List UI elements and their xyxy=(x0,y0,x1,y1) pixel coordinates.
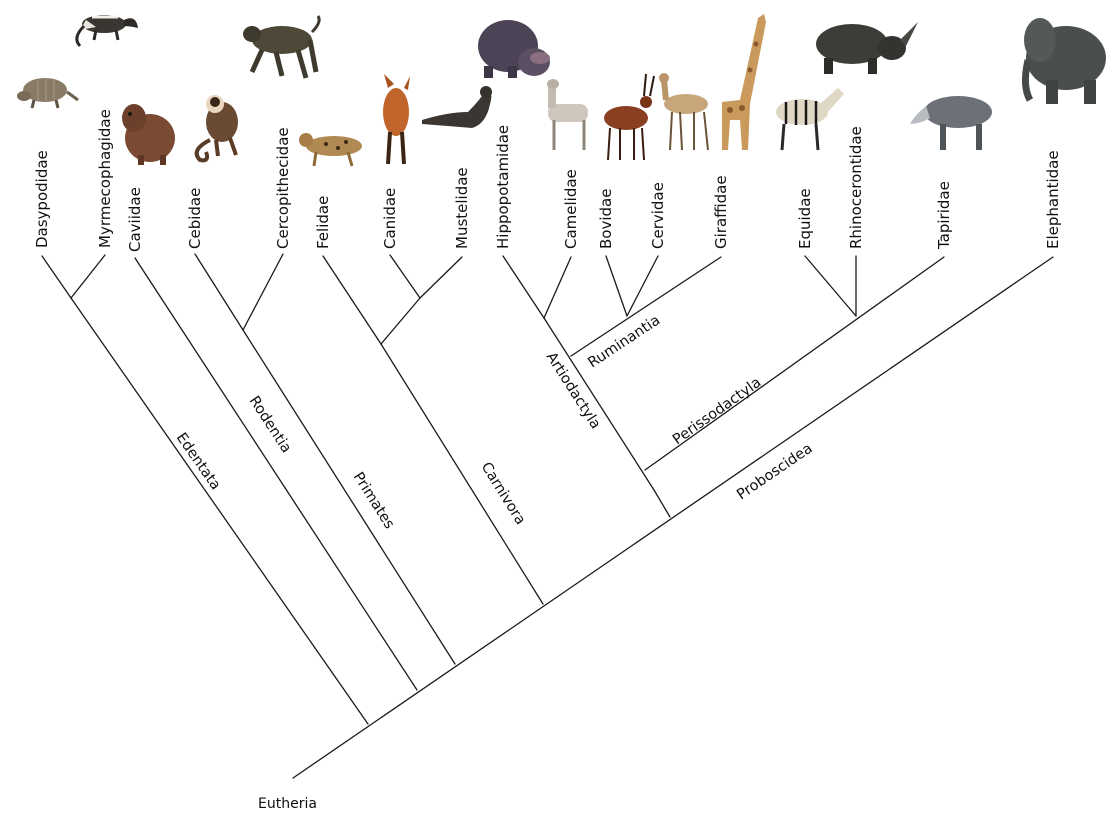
animal-illustrations xyxy=(17,14,1106,166)
branch-carnivora xyxy=(381,344,543,604)
branch-dasypodidae xyxy=(42,256,71,298)
label-cercopithecidae: Cercopithecidae xyxy=(274,127,292,249)
zebra-icon xyxy=(776,88,844,150)
label-rodentia: Rodentia xyxy=(246,393,294,456)
label-equidae: Equidae xyxy=(796,188,814,249)
label-camelidae: Camelidae xyxy=(562,169,580,249)
label-edentata: Edentata xyxy=(173,430,224,493)
antelope-icon xyxy=(604,74,654,160)
capuchin-monkey-icon xyxy=(197,95,238,160)
branch-ruminantia xyxy=(571,257,721,356)
label-perissodactyla: Perissodactyla xyxy=(670,375,764,449)
clade-labels: Edentata Rodentia Primates Carnivora Art… xyxy=(173,312,816,531)
anteater-icon xyxy=(77,15,138,46)
branch-rodentia xyxy=(135,258,417,690)
label-giraffidae: Giraffidae xyxy=(712,175,730,249)
hippopotamus-icon xyxy=(478,20,550,78)
elephant-icon xyxy=(1024,18,1106,104)
branches xyxy=(42,254,1053,778)
branch-eutheria-spine xyxy=(293,257,1053,778)
label-primates: Primates xyxy=(350,470,398,532)
armadillo-icon xyxy=(17,78,78,108)
branch-equidae xyxy=(805,256,856,316)
rhinoceros-icon xyxy=(816,22,918,74)
branch-caniform xyxy=(381,298,420,344)
label-tapiridae: Tapiridae xyxy=(935,181,953,250)
branch-mustelidae xyxy=(420,257,462,298)
branch-cercopithecidae xyxy=(243,254,283,330)
label-cervidae: Cervidae xyxy=(649,182,667,249)
label-canidae: Canidae xyxy=(381,188,399,249)
label-hippopotamidae: Hippopotamidae xyxy=(494,125,512,249)
label-proboscidea: Proboscidea xyxy=(734,441,815,504)
branch-bovidae xyxy=(606,256,627,316)
otter-icon xyxy=(422,86,492,128)
label-myrmecophagidae: Myrmecophagidae xyxy=(96,109,114,248)
label-caviidae: Caviidae xyxy=(126,187,144,252)
branch-artiodactyla xyxy=(544,318,654,490)
branch-primates xyxy=(243,330,455,664)
branch-canidae xyxy=(390,255,420,298)
label-felidae: Felidae xyxy=(314,196,332,249)
branch-hippopotamidae xyxy=(503,256,544,318)
giraffe-icon xyxy=(722,14,766,150)
label-dasypodidae: Dasypodidae xyxy=(33,150,51,248)
label-rhinocerotidae: Rhinocerontidae xyxy=(847,126,865,249)
label-mustelidae: Mustelidae xyxy=(453,167,471,249)
baboon-icon xyxy=(243,16,319,78)
ocelot-icon xyxy=(299,133,362,166)
tapir-icon xyxy=(910,96,992,150)
branch-myrmecophagidae xyxy=(71,255,105,298)
llama-icon xyxy=(547,79,588,150)
branch-cervidae xyxy=(627,256,658,316)
branch-cebidae xyxy=(195,254,243,330)
branch-edentata xyxy=(71,298,368,724)
label-eutheria: Eutheria xyxy=(258,796,317,812)
label-carnivora: Carnivora xyxy=(478,460,529,528)
family-labels: Dasypodidae Myrmecophagidae Caviidae Ceb… xyxy=(33,109,1062,252)
maned-wolf-icon xyxy=(383,74,410,164)
label-elephantidae: Elephantidae xyxy=(1044,150,1062,249)
branch-camelidae-ruminantia xyxy=(544,257,571,318)
deer-icon xyxy=(659,73,708,150)
label-cebidae: Cebidae xyxy=(186,188,204,249)
branch-ungulates xyxy=(654,490,670,517)
label-bovidae: Bovidae xyxy=(597,189,615,249)
branch-felidae xyxy=(323,256,381,344)
capybara-icon xyxy=(122,104,175,165)
